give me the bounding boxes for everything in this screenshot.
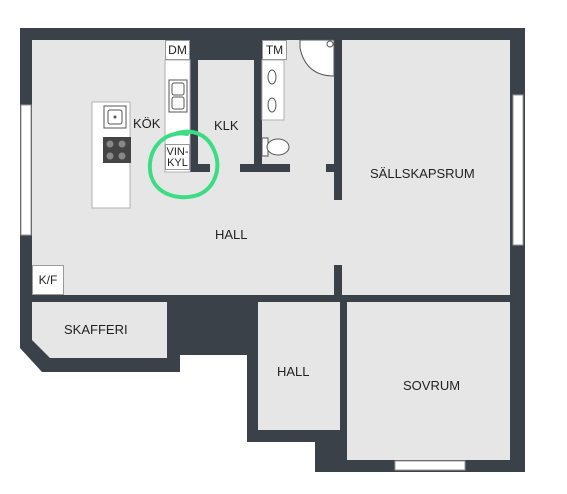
room-label-sovrum: SOVRUM [403, 378, 461, 393]
window-left [20, 104, 32, 236]
room-label-sallskapsrum: SÄLLSKAPSRUM [370, 166, 475, 181]
dishwasher-label: DM [165, 40, 190, 60]
stove-icon [103, 137, 131, 163]
washing-machine-label: TM [262, 40, 287, 60]
fridge-freezer-label: K/F [32, 265, 64, 295]
window-right [512, 94, 524, 246]
room-label-kok: KÖK [133, 116, 161, 131]
sovrum-floor [347, 302, 510, 460]
shower-icon [299, 39, 335, 77]
washbasin-icon [267, 69, 277, 113]
double-sink-icon [168, 79, 188, 113]
window-bottom [394, 460, 466, 471]
room-label-klk: KLK [214, 118, 239, 133]
room-label-hall-main: HALL [215, 227, 248, 242]
sink-icon [103, 105, 127, 129]
wine-cooler-line2: KYL [167, 157, 188, 169]
room-label-skafferi: SKAFFERI [64, 322, 128, 337]
room-label-hall-small: HALL [277, 364, 310, 379]
toilet-icon [261, 137, 290, 157]
bath-counter [261, 59, 285, 121]
interior-walls [32, 40, 510, 462]
wine-cooler-label: VIN- KYL [165, 144, 190, 170]
highlight-circle [147, 129, 220, 200]
skafferi-floor [32, 302, 167, 358]
wine-cooler-line1: VIN- [166, 146, 189, 158]
windows [20, 94, 524, 471]
small-hall-floor [258, 302, 340, 430]
